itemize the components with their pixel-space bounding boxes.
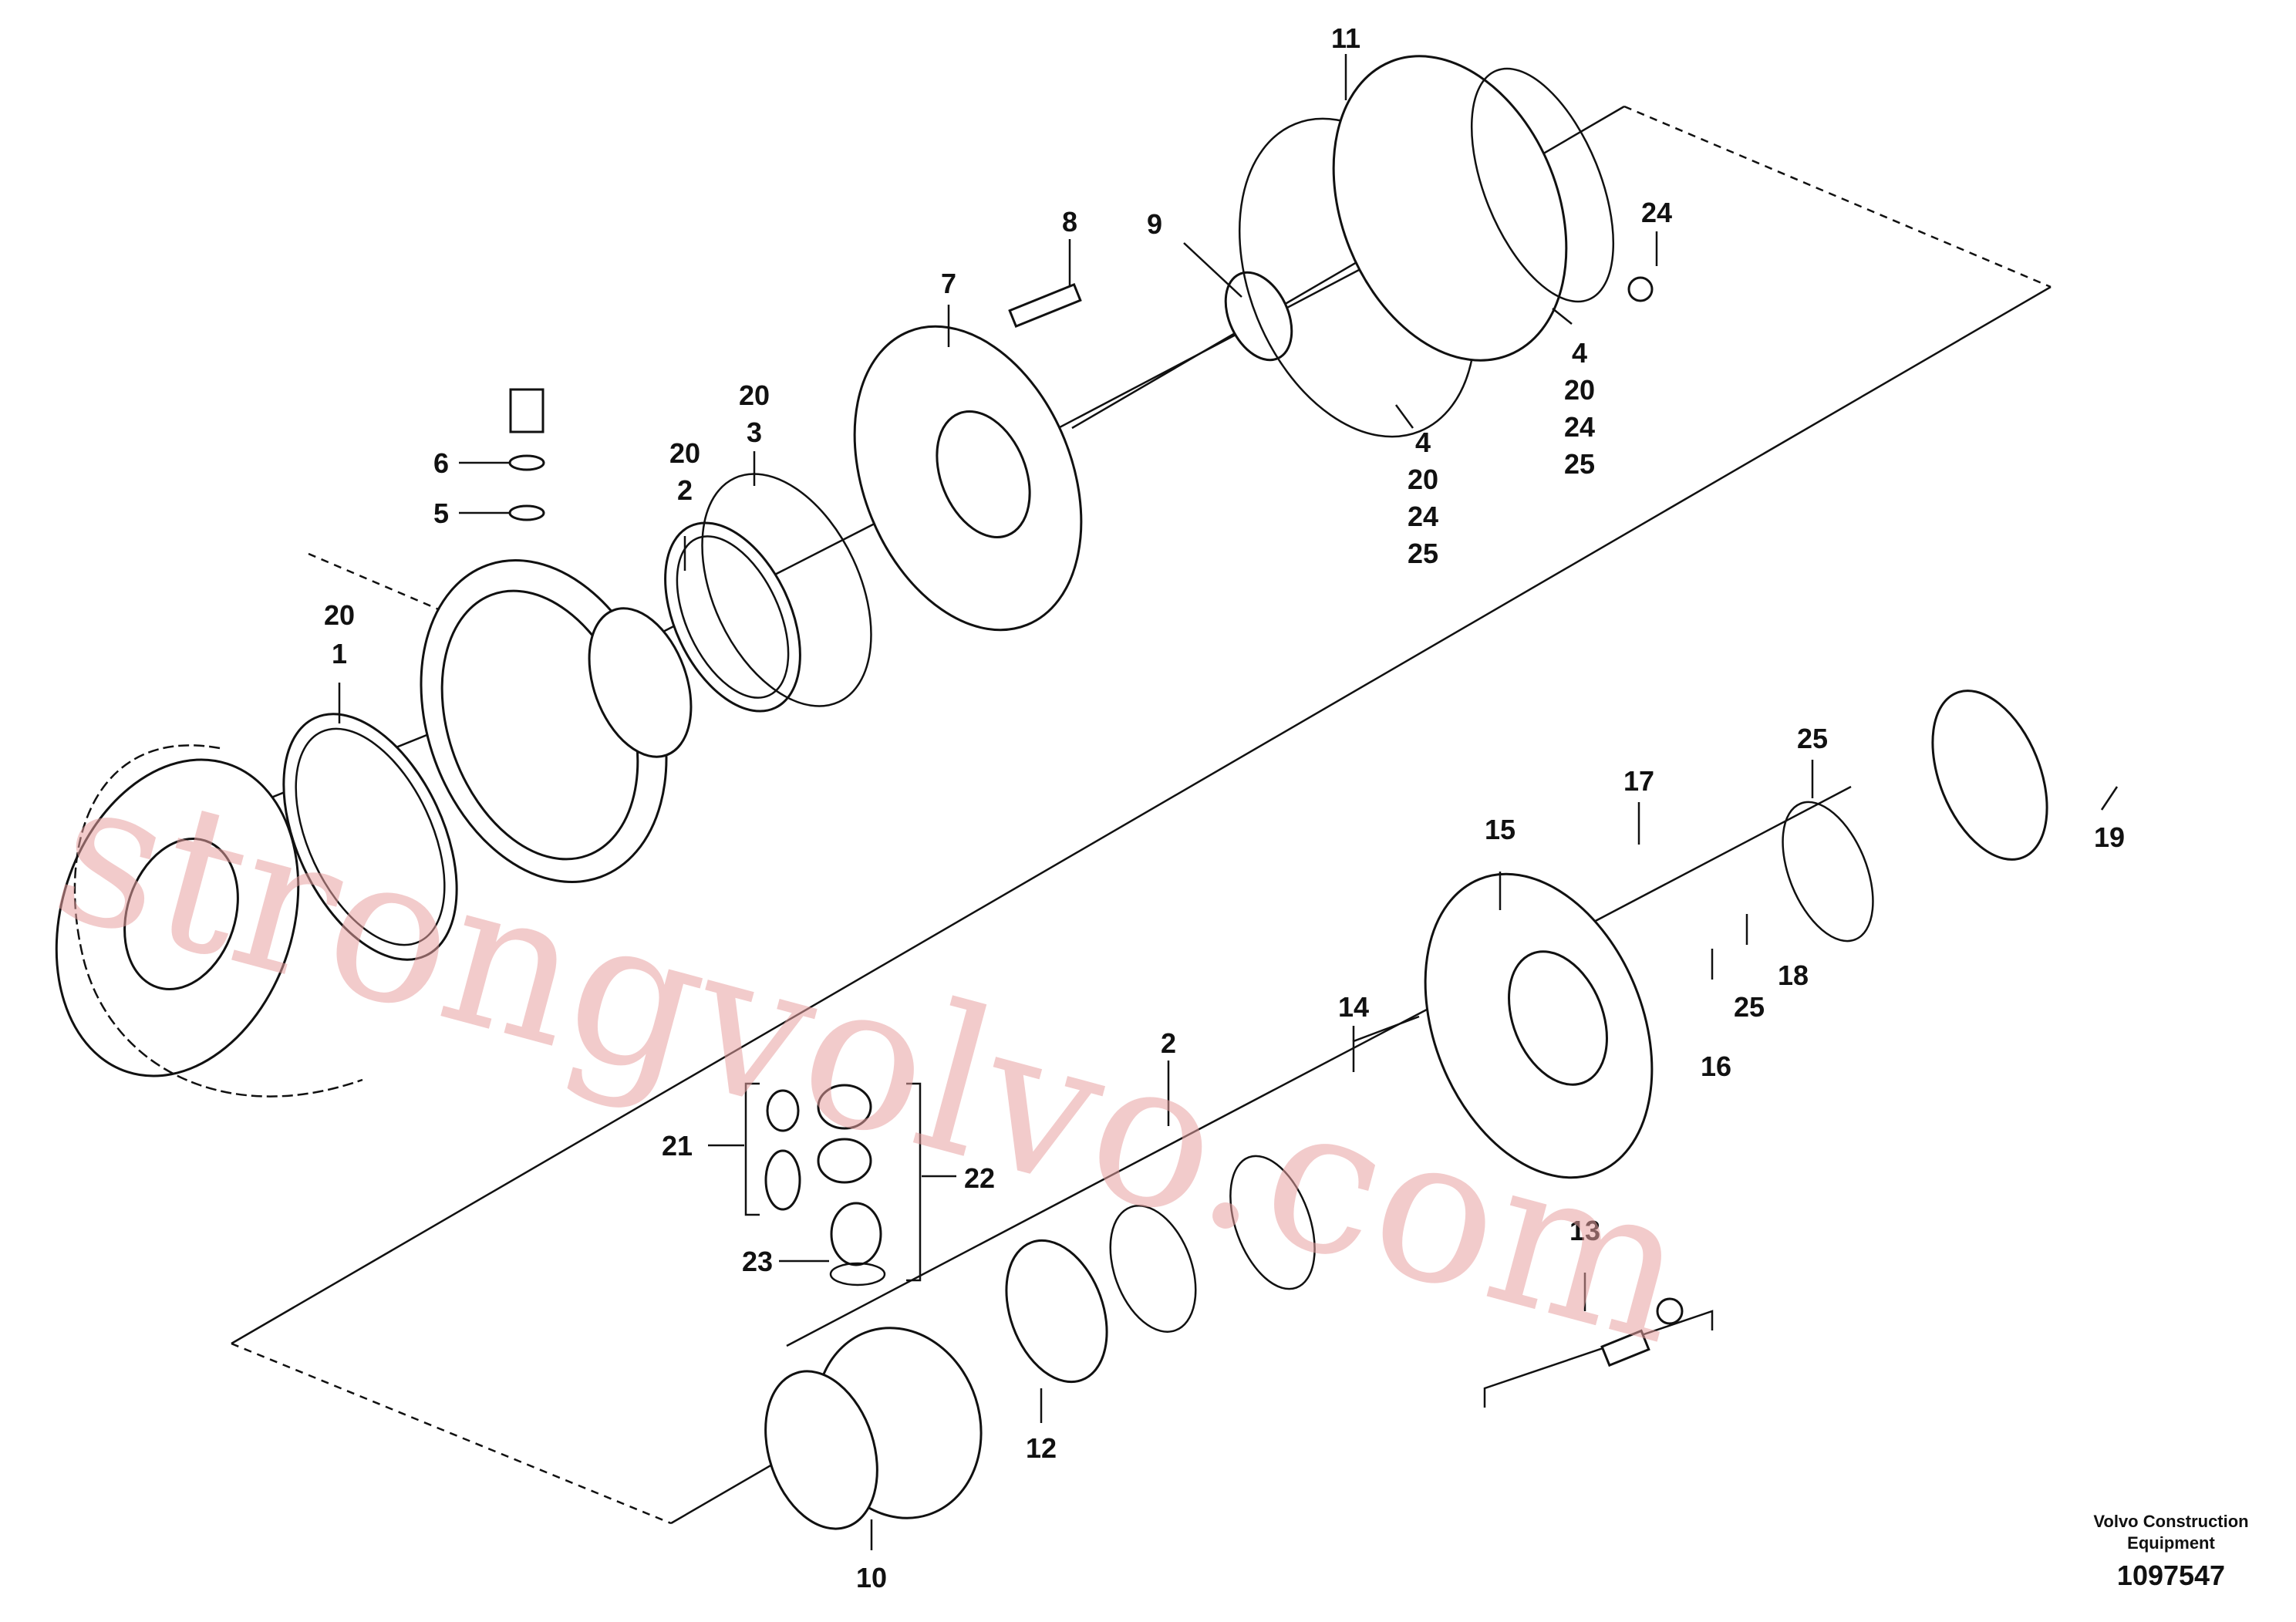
callout-21: 21 bbox=[662, 1130, 693, 1162]
callout-6: 6 bbox=[433, 447, 449, 479]
ring-2 bbox=[664, 521, 801, 713]
callout-20-c: 20 bbox=[739, 379, 770, 411]
rings-2 bbox=[1109, 1155, 1316, 1333]
callout-13: 13 bbox=[1569, 1215, 1600, 1246]
callout-17: 17 bbox=[1623, 765, 1654, 797]
callout-12: 12 bbox=[1026, 1432, 1057, 1464]
callout-20-b: 20 bbox=[669, 437, 700, 469]
callout-5: 5 bbox=[433, 497, 449, 529]
callout-24-a: 24 bbox=[1641, 197, 1672, 228]
callout-20-d: 20 bbox=[1564, 374, 1595, 406]
leader-lines bbox=[338, 54, 2119, 1550]
callout-1: 1 bbox=[332, 638, 347, 669]
callout-2: 2 bbox=[677, 474, 693, 506]
callout-7: 7 bbox=[941, 268, 956, 299]
o-ring-25 bbox=[1782, 801, 1874, 943]
callout-2-b: 2 bbox=[1161, 1027, 1176, 1059]
credit-line-1: Volvo Construction bbox=[2093, 1512, 2248, 1531]
pins-14 bbox=[1352, 1015, 1420, 1072]
callout-10: 10 bbox=[856, 1562, 887, 1593]
end-cover-15 bbox=[1424, 872, 1654, 1179]
callout-25-d: 25 bbox=[1734, 991, 1765, 1023]
callout-19: 19 bbox=[2094, 821, 2125, 853]
carrier-11 bbox=[1332, 55, 1615, 362]
plug-24 bbox=[1627, 276, 1654, 302]
ring-3 bbox=[701, 473, 872, 707]
hub-flange bbox=[55, 758, 300, 1077]
shoe-parts-21-22 bbox=[744, 1082, 922, 1286]
motor-flange-7 bbox=[853, 325, 1083, 632]
callout-25-b: 25 bbox=[1408, 538, 1438, 569]
callout-4-b: 4 bbox=[1415, 427, 1431, 458]
drawing-number: 1097547 bbox=[2117, 1560, 2225, 1591]
callout-3: 3 bbox=[747, 416, 762, 448]
callout-8: 8 bbox=[1062, 206, 1077, 238]
callout-24-b: 24 bbox=[1564, 411, 1595, 443]
chain-ring bbox=[73, 744, 363, 1098]
callout-20-a: 20 bbox=[324, 599, 355, 631]
callout-4-a: 4 bbox=[1572, 337, 1587, 369]
callout-14: 14 bbox=[1338, 991, 1369, 1023]
seal-9 bbox=[1224, 271, 1293, 362]
cover-plate-19 bbox=[1931, 690, 2048, 861]
bolt-8 bbox=[1008, 282, 1082, 329]
callout-22: 22 bbox=[964, 1162, 995, 1194]
callout-11: 11 bbox=[1331, 22, 1360, 54]
callout-18: 18 bbox=[1778, 959, 1809, 991]
plug-stack-5-6 bbox=[508, 388, 545, 521]
callout-16: 16 bbox=[1701, 1050, 1731, 1082]
pin-kit-13 bbox=[1483, 1297, 1714, 1408]
callout-23: 23 bbox=[742, 1246, 773, 1277]
credit-line-2: Equipment bbox=[2127, 1533, 2215, 1553]
valve-plate-12 bbox=[1005, 1239, 1108, 1384]
seal-ring-1 bbox=[282, 713, 458, 961]
callout-15: 15 bbox=[1485, 814, 1515, 845]
credit-block: Volvo Construction Equipment 1097547 bbox=[2093, 1512, 2248, 1591]
cylinder-block-10 bbox=[764, 1327, 983, 1530]
callout-9: 9 bbox=[1147, 208, 1162, 240]
housing bbox=[420, 559, 693, 883]
callout-20-e: 20 bbox=[1408, 464, 1438, 495]
callout-25-a: 25 bbox=[1564, 448, 1595, 480]
callouts: 20 1 20 2 20 3 6 5 7 8 9 11 24 4 20 24 2… bbox=[324, 22, 2125, 1593]
callout-24-c: 24 bbox=[1408, 501, 1438, 532]
callout-25-c: 25 bbox=[1797, 723, 1828, 754]
